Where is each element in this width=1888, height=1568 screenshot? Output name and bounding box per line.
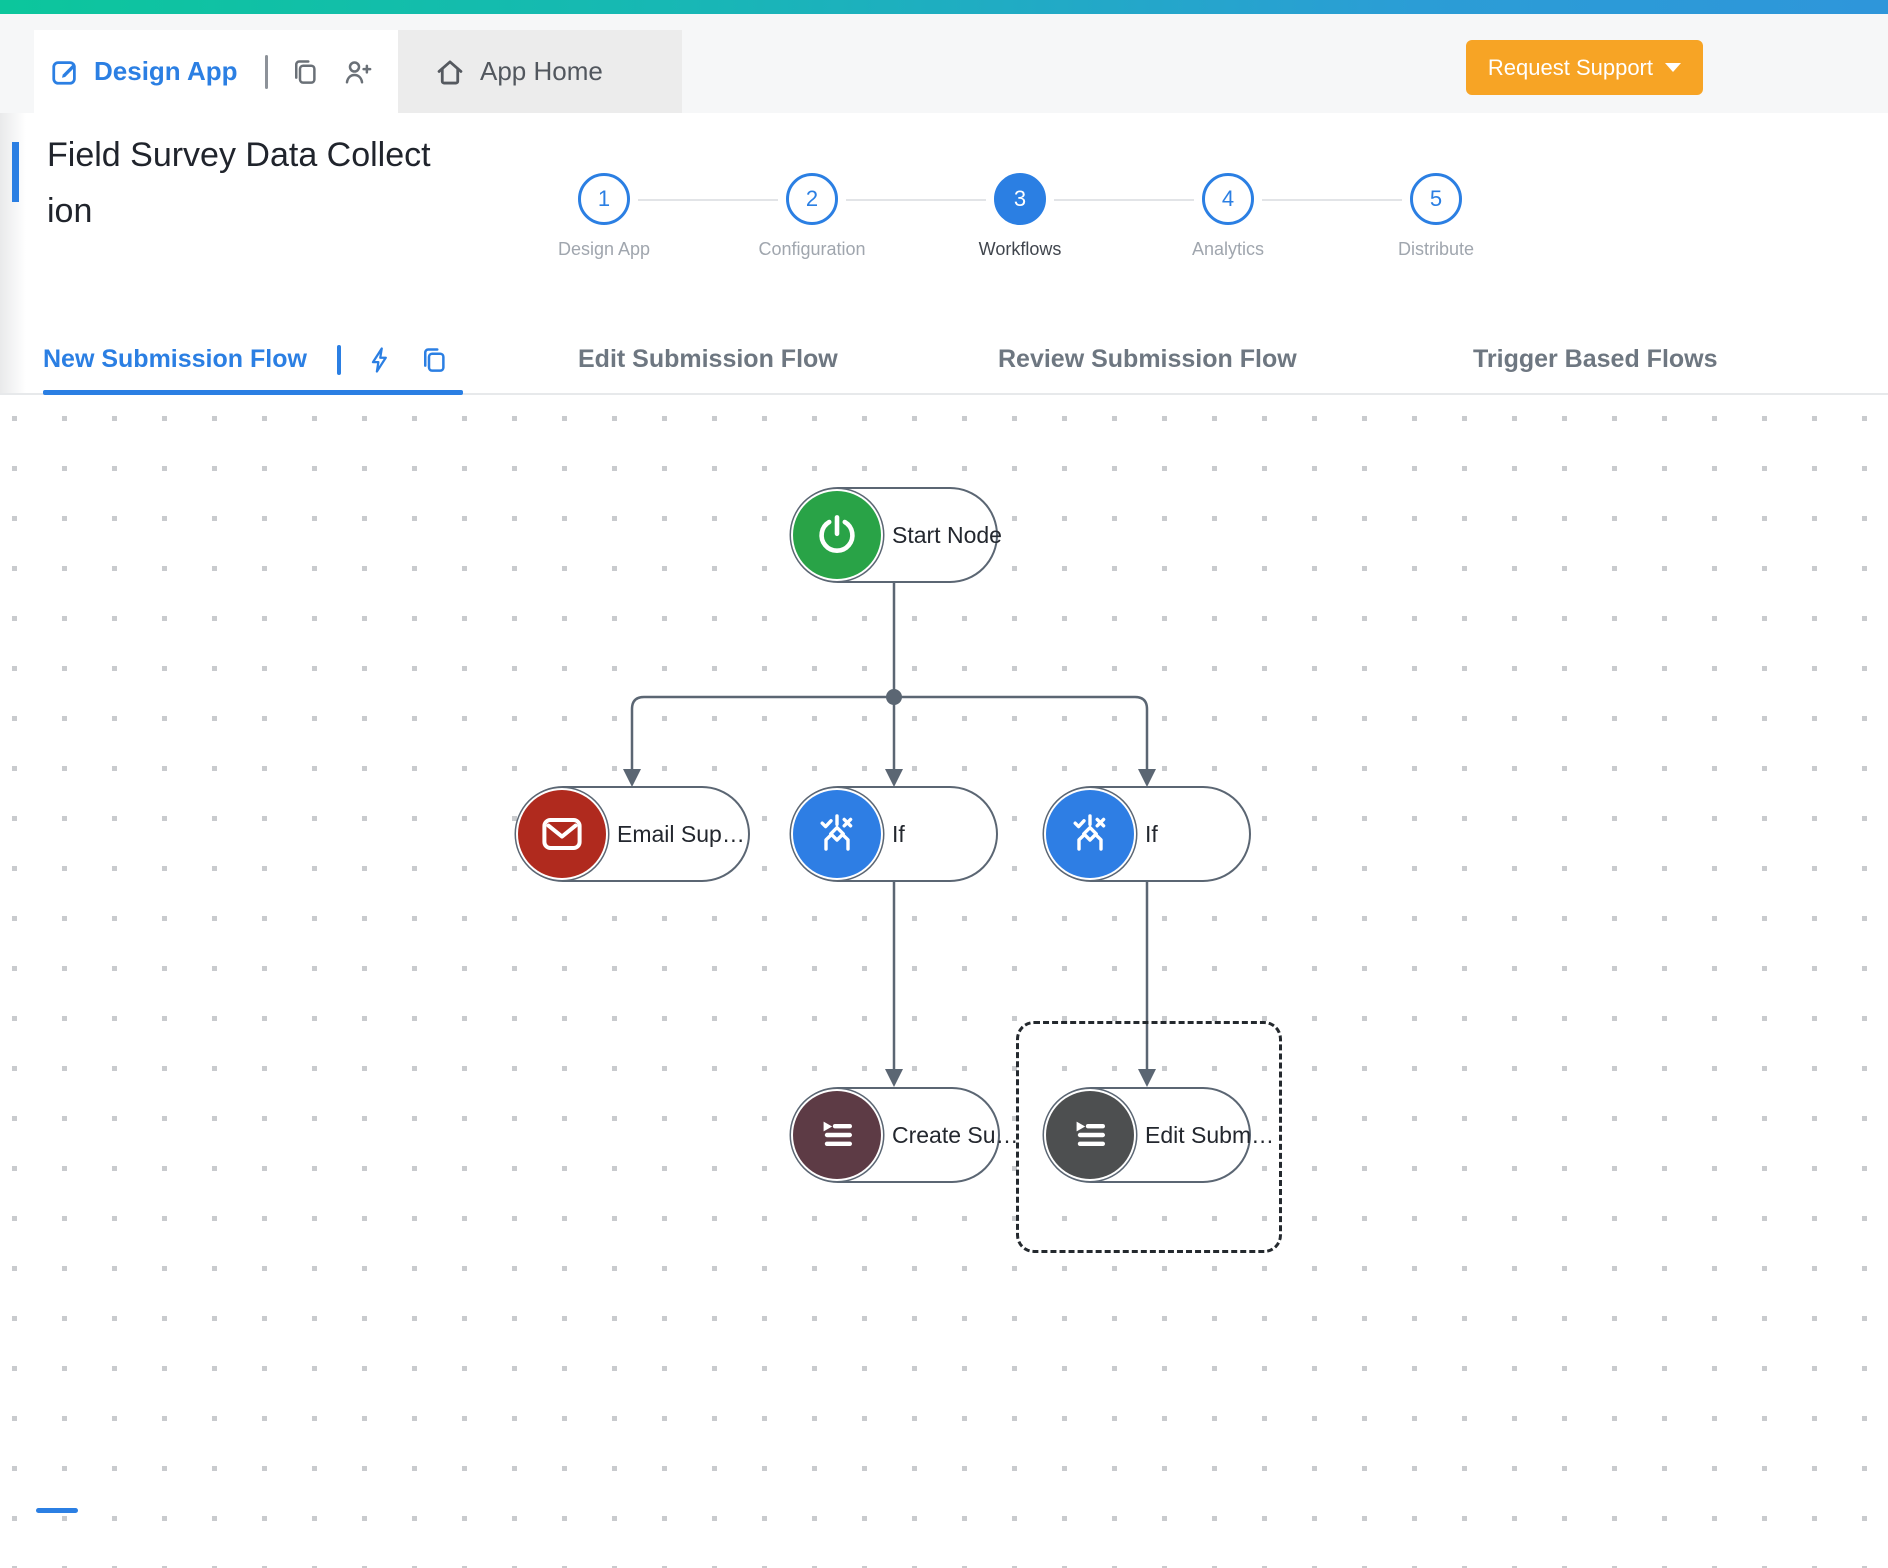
top-gradient-bar xyxy=(0,0,1888,14)
design-app-label: Design App xyxy=(94,56,238,86)
flow-connectors xyxy=(623,583,1156,1087)
condition-icon xyxy=(793,790,881,878)
tab-label: New Submission Flow xyxy=(43,345,307,373)
copy-app-button[interactable] xyxy=(290,57,320,87)
node-label: If xyxy=(892,821,905,847)
copy-flow-icon[interactable] xyxy=(419,345,449,375)
app-title-line1: Field Survey Data Collect xyxy=(47,136,431,174)
step-label: Analytics xyxy=(1191,239,1265,259)
add-user-icon xyxy=(346,60,372,83)
node-if-2[interactable]: If xyxy=(1043,786,1251,882)
tab-new-submission-flow[interactable]: New Submission Flow xyxy=(43,326,463,395)
node-label: Edit Subm… xyxy=(1145,1122,1275,1148)
step-workflows[interactable]: 3 Workflows xyxy=(846,173,1124,260)
step-analytics[interactable]: 4 Analytics xyxy=(1054,173,1332,260)
tab-label: Edit Submission Flow xyxy=(578,345,838,373)
design-app-toolbar: Design App xyxy=(34,30,447,113)
tab-label: Trigger Based Flows xyxy=(1473,345,1718,373)
arrowhead xyxy=(623,769,641,787)
app-home-tab[interactable]: App Home xyxy=(398,30,682,113)
edge-junction-dot xyxy=(886,689,902,705)
share-app-button[interactable] xyxy=(342,57,372,87)
design-app-button[interactable]: Design App xyxy=(50,56,237,87)
form-list-icon xyxy=(793,1091,881,1179)
title-accent-bar xyxy=(12,142,19,202)
envelope-icon xyxy=(518,790,606,878)
step-label: Workflows xyxy=(978,239,1062,259)
node-edit-submission[interactable]: Edit Subm… xyxy=(1043,1087,1274,1183)
arrowhead xyxy=(1138,1069,1156,1087)
form-list-icon xyxy=(1046,1091,1134,1179)
toolbar-divider xyxy=(265,54,269,89)
condition-icon xyxy=(1046,790,1134,878)
step-circle: 2 xyxy=(786,173,838,225)
app-title: Field Survey Data Collect ion xyxy=(47,127,517,239)
edge-junction-if2 xyxy=(894,695,1149,769)
caret-down-icon xyxy=(1665,63,1681,72)
edge-junction-email xyxy=(630,695,894,769)
tab-divider xyxy=(336,344,341,375)
step-circle: 4 xyxy=(1202,173,1254,225)
request-support-label: Request Support xyxy=(1487,54,1653,80)
request-support-button[interactable]: Request Support xyxy=(1465,40,1703,95)
app-title-line2: ion xyxy=(47,192,93,230)
step-distribute[interactable]: 5 Distribute xyxy=(1262,173,1540,260)
selection-outline xyxy=(1016,1021,1282,1253)
step-configuration[interactable]: 2 Configuration xyxy=(638,173,916,260)
copy-icon xyxy=(295,59,317,84)
node-if-1[interactable]: If xyxy=(790,786,998,882)
step-circle: 1 xyxy=(578,173,630,225)
step-circle: 5 xyxy=(1410,173,1462,225)
edit-icon xyxy=(52,60,76,85)
node-start[interactable]: Start Node xyxy=(790,487,1002,583)
node-label: If xyxy=(1145,821,1158,847)
power-icon xyxy=(793,491,881,579)
node-label: Create Su… xyxy=(892,1122,1019,1148)
tab-review-submission-flow[interactable]: Review Submission Flow xyxy=(998,326,1297,393)
step-label: Configuration xyxy=(758,239,866,259)
lightning-icon[interactable] xyxy=(365,345,395,375)
step-circle: 3 xyxy=(994,173,1046,225)
workflow-canvas[interactable]: Start Node Email Sup… xyxy=(0,395,1888,1568)
step-design-app[interactable]: 1 Design App xyxy=(500,173,708,260)
node-email[interactable]: Email Sup… xyxy=(515,786,750,882)
tab-trigger-based-flows[interactable]: Trigger Based Flows xyxy=(1473,326,1718,393)
arrowhead xyxy=(885,1069,903,1087)
node-label: Start Node xyxy=(892,522,1002,548)
app-header: Design App xyxy=(0,14,1888,113)
app-home-label: App Home xyxy=(480,56,603,86)
flow-tabs: New Submission Flow Edit Submission Flow… xyxy=(0,326,1888,395)
active-flow-actions xyxy=(336,344,449,375)
stepper: 1 Design App 2 Configuration 3 Workflows… xyxy=(500,173,1540,260)
main-content: Field Survey Data Collect ion 1 Design Ap… xyxy=(0,113,1888,1568)
tab-label: Review Submission Flow xyxy=(998,345,1297,373)
arrowhead xyxy=(1138,769,1156,787)
node-create-submission[interactable]: Create Su… xyxy=(790,1087,1019,1183)
node-label: Email Sup… xyxy=(617,821,745,847)
home-icon xyxy=(437,59,463,84)
arrowhead xyxy=(885,769,903,787)
tab-edit-submission-flow[interactable]: Edit Submission Flow xyxy=(578,326,838,393)
step-label: Design App xyxy=(557,239,651,259)
horizontal-scrollbar[interactable] xyxy=(36,1508,78,1513)
step-label: Distribute xyxy=(1397,239,1475,259)
